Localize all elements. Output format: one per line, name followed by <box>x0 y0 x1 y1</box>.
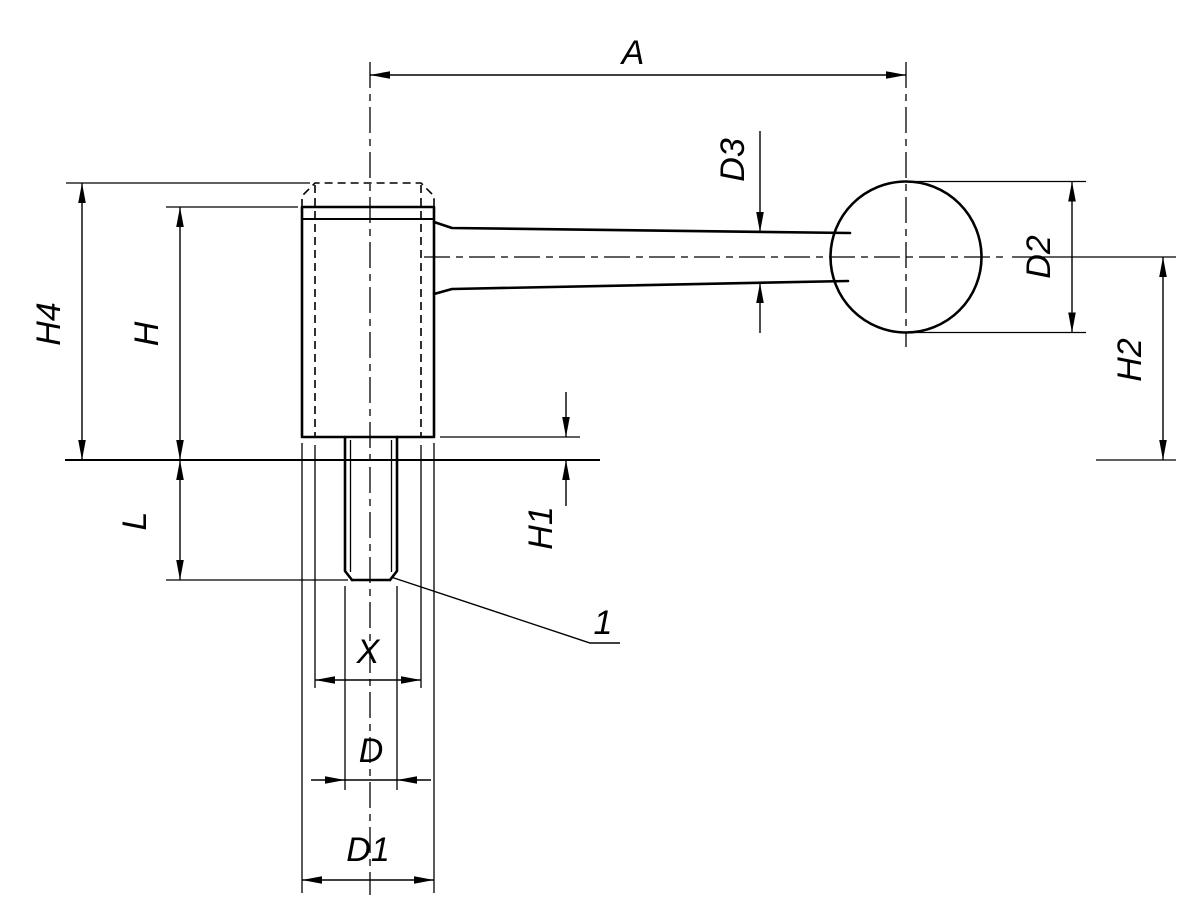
hub-lifted-hidden-outline <box>301 182 435 207</box>
dimension-labels: A D3 D2 H2 H4 H L H1 X D D1 1 <box>30 34 1149 869</box>
dim-label-h1: H1 <box>522 506 560 549</box>
dim-label-a: A <box>620 34 645 72</box>
dim-label-d1: D1 <box>346 831 389 869</box>
callout-1-leader <box>390 576 620 644</box>
dim-label-h2: H2 <box>1111 338 1149 382</box>
dim-label-h: H <box>128 321 166 346</box>
callout-label-1: 1 <box>594 604 613 642</box>
center-lines <box>369 62 1008 895</box>
dim-label-x: X <box>356 633 381 671</box>
hub-body <box>300 205 436 439</box>
dim-label-h4: H4 <box>30 302 68 345</box>
dim-label-l: L <box>116 512 154 531</box>
stud-left-edge <box>343 435 354 582</box>
lever-arm-bottom-edge <box>432 279 850 296</box>
dimension-annotations <box>66 71 1176 893</box>
dim-label-d2: D2 <box>1020 235 1058 279</box>
part-geometry <box>65 180 983 582</box>
dim-label-d: D <box>359 732 384 770</box>
stud-fill <box>345 437 397 580</box>
lever-arm-top-edge <box>432 220 852 235</box>
lever-arm-fill <box>434 222 850 294</box>
dim-label-d3: D3 <box>714 138 752 182</box>
